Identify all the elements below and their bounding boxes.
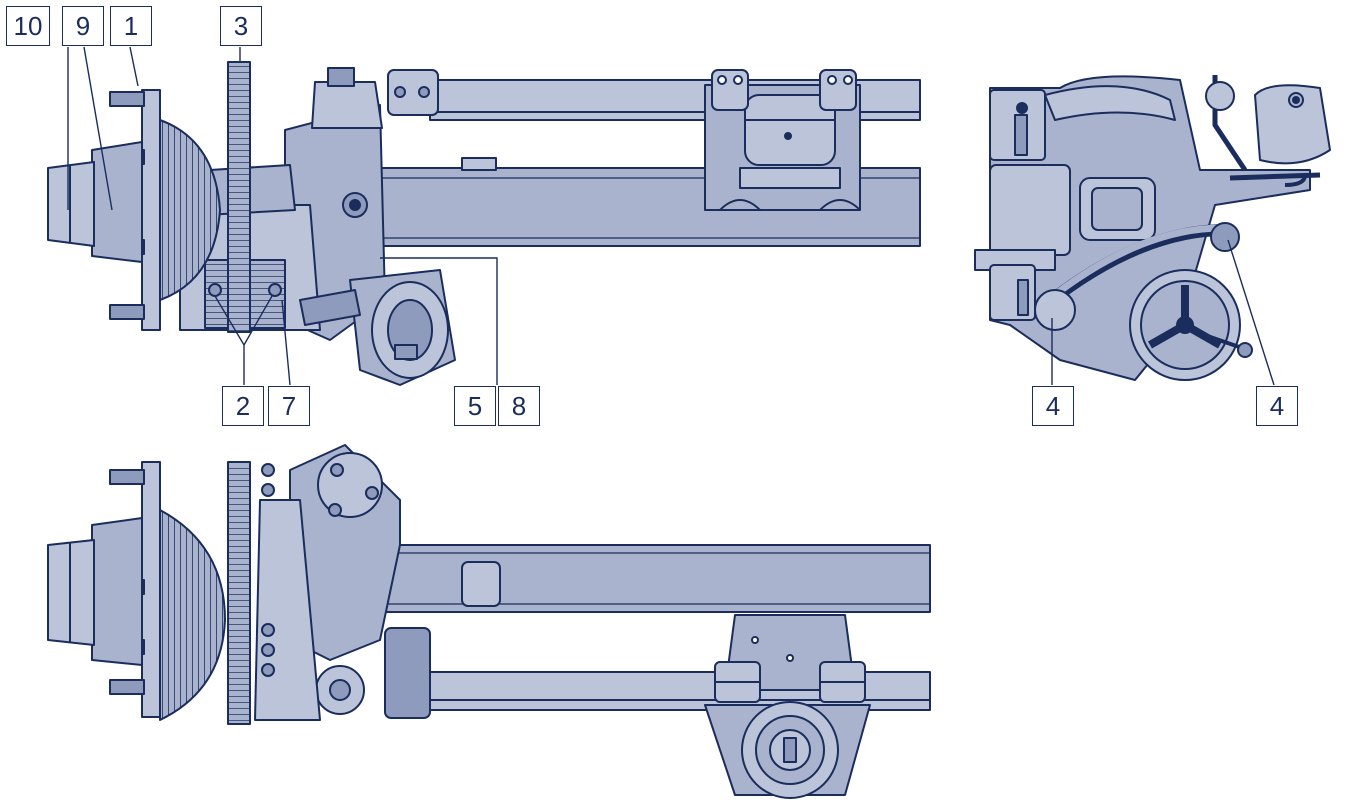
bottom-axle-view [47,444,931,799]
callout-2: 2 [222,386,264,426]
callout-4-left: 4 [1032,386,1074,426]
callout-9: 9 [62,6,104,46]
leader-lines [67,46,1275,386]
callout-3: 3 [220,6,262,46]
callout-1: 1 [110,6,152,46]
callout-7: 7 [268,386,310,426]
callout-5: 5 [454,386,496,426]
callout-10: 10 [6,6,50,46]
spring-mount-top [704,69,861,211]
callout-4-right: 4 [1256,386,1298,426]
brake-chamber-top [349,269,456,386]
end-view [974,75,1331,381]
callout-8: 8 [498,386,540,426]
top-axle-view [47,61,921,386]
